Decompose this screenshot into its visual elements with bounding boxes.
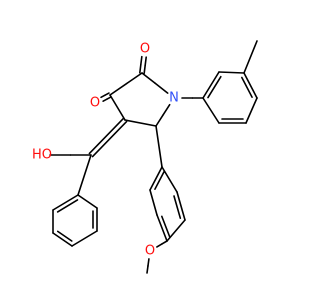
bond-c14-c15 <box>243 40 258 74</box>
bond-c22-c23 <box>166 219 186 242</box>
bond-c8-c9-inner <box>56 230 73 242</box>
bond-c6-c7 <box>52 194 79 211</box>
bond-c21-c22 <box>156 214 168 242</box>
bond-c21-c22-inner <box>161 215 171 238</box>
bond-c14-c16-inner <box>241 76 253 98</box>
bond-a3-c4-half-a <box>162 103 171 117</box>
bond-c2-a2-a-half-b <box>144 56 147 67</box>
bond-c3-c5-a <box>88 117 125 155</box>
bond-c18-c12 <box>202 97 220 124</box>
bond-c19-c20 <box>149 166 163 191</box>
atom-label-ring-nitrogen: N <box>169 91 179 106</box>
bond-c16-c17 <box>245 97 258 124</box>
bond-c9-c10 <box>71 230 98 247</box>
bond-c2-a2-b-half-b <box>140 55 143 66</box>
bond-c23-c24-inner <box>173 195 182 220</box>
bond-c12-c13 <box>202 71 220 99</box>
bond-c1-a1-a-half-b <box>100 94 106 99</box>
bond-c6-c7-inner <box>56 199 79 213</box>
bond-c8-c9 <box>52 232 73 247</box>
bond-c13-c14 <box>218 71 245 74</box>
molecule-structure: O O N HO O <box>32 40 258 274</box>
bond-c1-c2 <box>109 72 143 96</box>
bond-c3-c5-b <box>91 120 128 158</box>
bond-c22-a5-half-b <box>156 243 163 248</box>
bond-c11-c6 <box>77 194 98 209</box>
bond-a5-c25-half-a <box>147 258 150 267</box>
bond-c2-a2-a-half-a <box>143 64 146 75</box>
bond-c2-a2-b-half-a <box>139 63 142 74</box>
bond-c3-c1 <box>109 94 126 121</box>
bond-c4-c3 <box>124 119 157 127</box>
bond-layer <box>49 40 258 274</box>
bond-a3-c4-half-b <box>155 114 164 127</box>
atom-label-carbonyl-oxygen-top: O <box>90 96 100 111</box>
bond-c5-c6 <box>77 154 92 196</box>
bond-c14-c16 <box>243 72 258 99</box>
bond-c24-c19 <box>161 166 178 193</box>
bond-c23-c24 <box>176 191 186 221</box>
bond-c20-c21 <box>149 189 158 216</box>
atom-label-carbonyl-oxygen-right: O <box>140 42 150 57</box>
bond-c4-c19 <box>155 125 163 168</box>
bond-c12-c13-inner <box>207 75 222 99</box>
bond-c19-c20-inner <box>154 170 165 190</box>
atom-label-hydroxyl: HO <box>32 148 52 163</box>
atom-label-layer: O O N HO O <box>32 42 179 259</box>
bond-c2-a3-half-b <box>154 82 169 94</box>
atom-label-methoxy-oxygen: O <box>145 244 155 259</box>
bond-a5-c25-half-b <box>146 265 149 274</box>
bond-c22-a5-half-a <box>161 240 168 245</box>
bond-c1-a1-b-half-b <box>102 98 108 102</box>
bond-c2-a3-half-a <box>141 72 156 84</box>
